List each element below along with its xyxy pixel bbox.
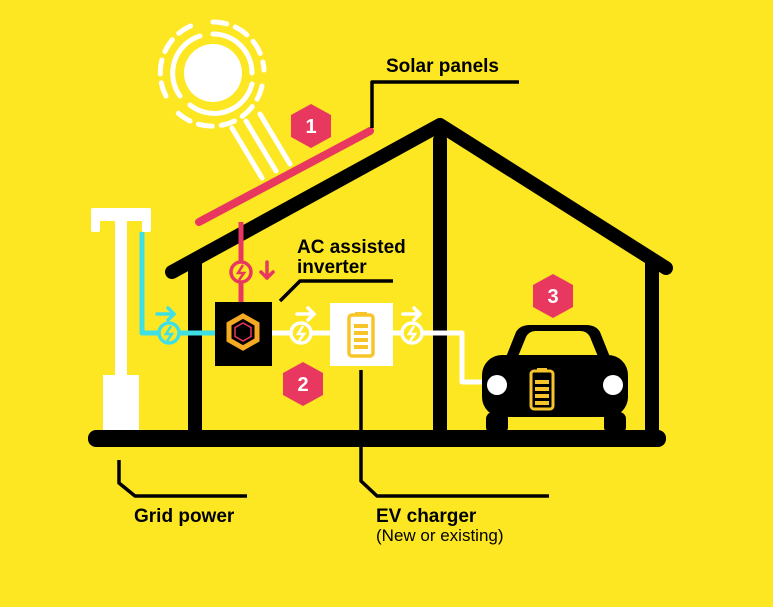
battery-icon xyxy=(347,312,375,358)
ac-wire-2 xyxy=(393,330,496,385)
solar-panel-icon xyxy=(195,127,374,226)
svg-text:1: 1 xyxy=(305,116,316,138)
grid-pole-icon xyxy=(91,208,151,430)
solar-panels-leader xyxy=(370,80,519,128)
ev-charger-icon xyxy=(330,303,393,366)
bolt-icon xyxy=(400,321,424,345)
inverter-leader xyxy=(278,279,393,303)
inverter-label-line1: AC assisted xyxy=(297,237,406,258)
arrow-icon xyxy=(155,306,176,322)
ev-charger-sublabel: (New or existing) xyxy=(376,526,504,545)
battery-icon xyxy=(529,368,555,411)
bolt-icon xyxy=(289,321,313,345)
house-outline xyxy=(165,118,673,445)
ground-line xyxy=(88,430,666,447)
badge-3: 3 xyxy=(533,274,573,318)
badge-2: 2 xyxy=(283,362,323,406)
inverter-icon xyxy=(215,302,272,366)
grid-power-leader xyxy=(117,460,247,498)
solar-panels-label: Solar panels xyxy=(386,56,499,77)
bolt-icon xyxy=(157,321,181,345)
svg-text:3: 3 xyxy=(547,286,558,308)
ev-charger-leader xyxy=(359,370,549,498)
ev-charger-label: EV charger xyxy=(376,506,477,527)
bolt-icon xyxy=(229,260,253,284)
grid-power-label: Grid power xyxy=(134,506,235,527)
arrow-icon xyxy=(295,306,316,322)
arrow-icon xyxy=(259,260,275,280)
inverter-label-line2: inverter xyxy=(297,257,367,278)
arrow-icon xyxy=(401,306,422,322)
badge-1: 1 xyxy=(291,104,331,148)
inverter-label: AC assisted inverter xyxy=(297,238,406,278)
sun-icon xyxy=(157,19,293,181)
car-icon xyxy=(482,325,628,434)
grid-wire xyxy=(139,232,215,336)
svg-text:2: 2 xyxy=(297,374,308,396)
